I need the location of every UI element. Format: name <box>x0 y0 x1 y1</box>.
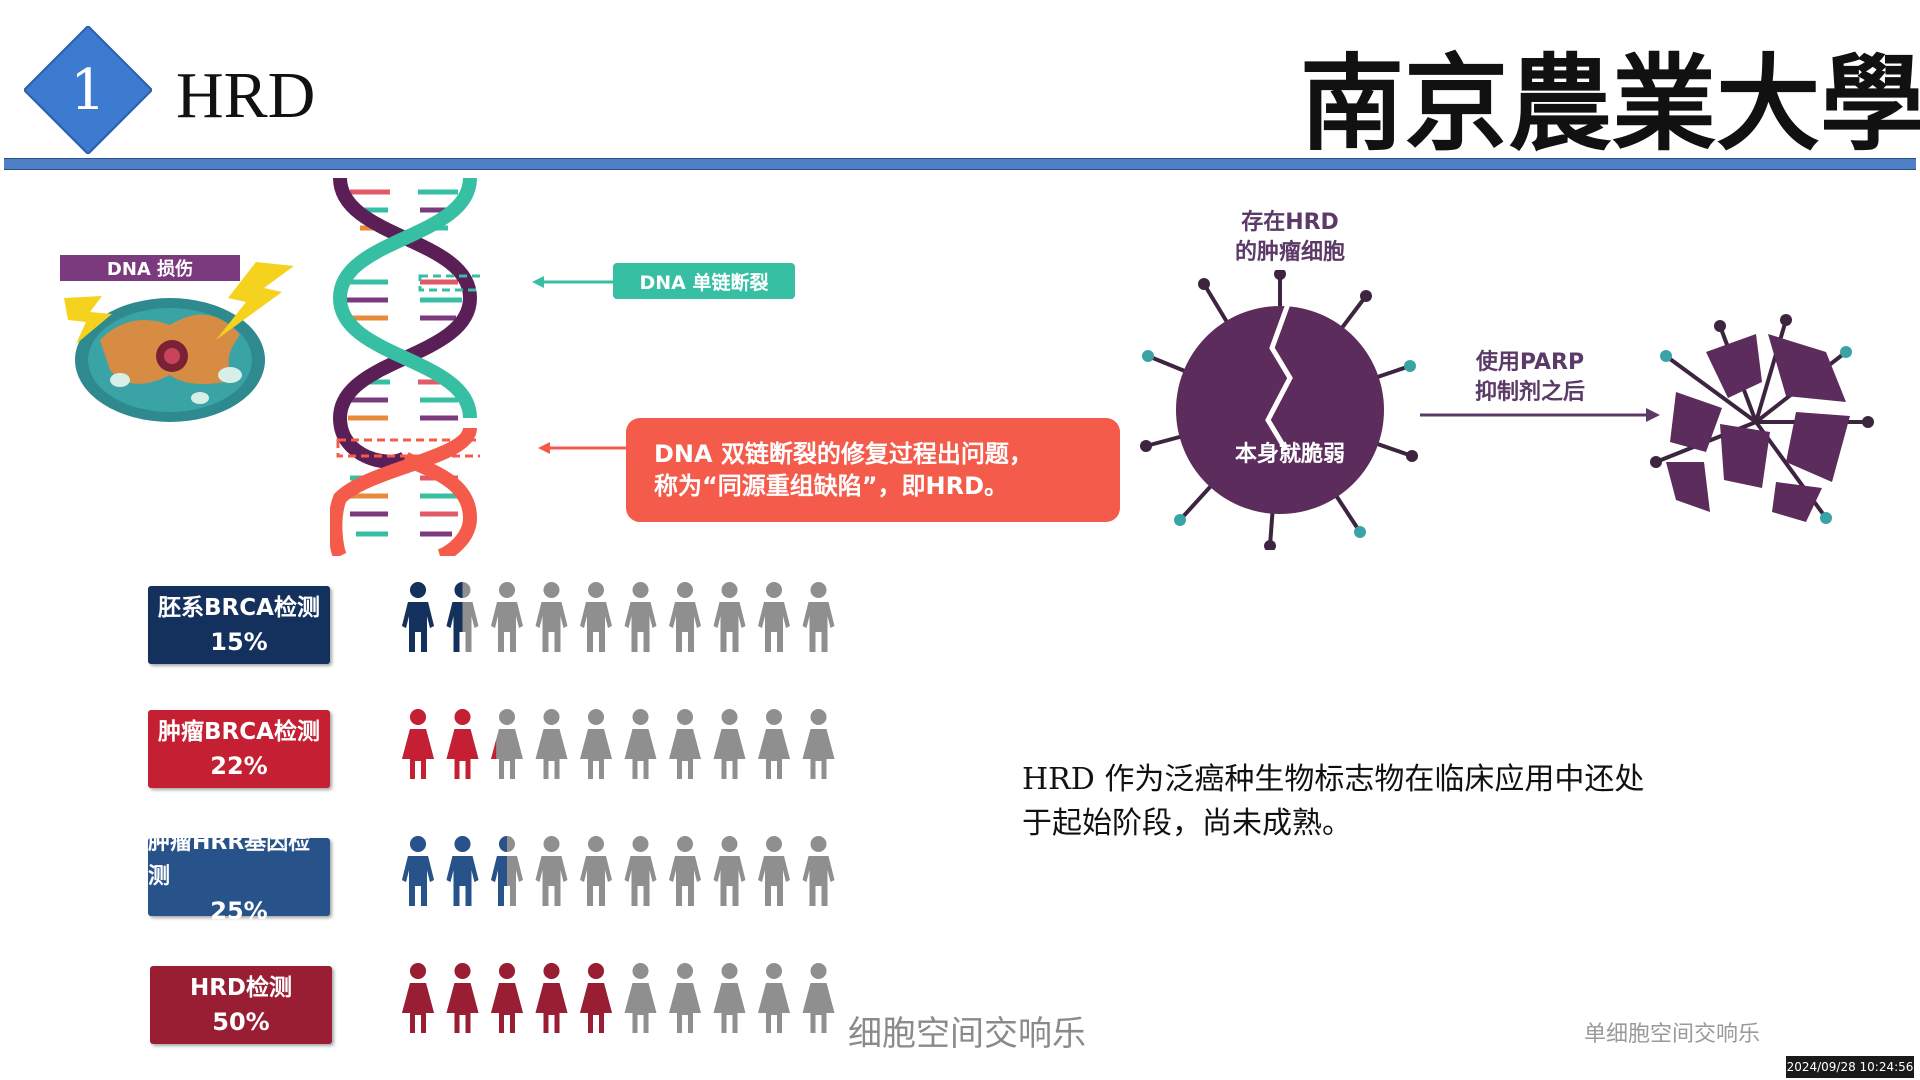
person-icon <box>535 963 568 1033</box>
person-icon <box>402 582 434 652</box>
person-icon <box>624 582 657 652</box>
person-icon <box>758 836 790 906</box>
tumor-cell-icon <box>1140 270 1418 550</box>
person-icon <box>446 582 479 652</box>
slide-title: HRD <box>176 59 316 132</box>
person-icon <box>624 709 657 779</box>
test-percent: 50% <box>212 1008 270 1036</box>
person-icon <box>402 709 434 779</box>
test-box-tumor-brca: 肿瘤BRCA检测 22% <box>148 710 330 788</box>
person-icon <box>535 836 568 906</box>
conclusion-text: HRD 作为泛癌种生物标志物在临床应用中还处 于起始阶段，尚未成熟。 <box>1022 758 1822 846</box>
test-percent: 25% <box>210 897 268 925</box>
person-icon <box>802 709 835 779</box>
test-box-tumor-hrr: 肿瘤HRR基因检测 25% <box>148 830 330 925</box>
test-box-germline-brca: 胚系BRCA检测 15% <box>148 586 330 664</box>
person-icon <box>624 963 657 1033</box>
person-icon <box>713 836 746 906</box>
damaged-cell-icon <box>75 298 265 422</box>
person-icon <box>491 836 523 906</box>
person-icon <box>713 582 746 652</box>
ssb-label: DNA 单链断裂 <box>613 263 795 299</box>
lightning-icon <box>64 296 112 344</box>
conclusion-line2: 于起始阶段，尚未成熟。 <box>1022 806 1352 841</box>
person-icon <box>802 582 835 652</box>
fragile-label: 本身就脆弱 <box>1234 442 1345 467</box>
people-pictogram <box>402 582 835 1033</box>
dna-damage-label: DNA 损伤 <box>60 255 240 281</box>
person-icon <box>446 963 479 1033</box>
person-icon <box>669 963 701 1033</box>
watermark-center: 细胞空间交响乐 <box>848 1014 1086 1054</box>
person-icon <box>713 963 746 1033</box>
conclusion-line1: HRD 作为泛癌种生物标志物在临床应用中还处 <box>1022 762 1645 797</box>
person-icon <box>669 582 701 652</box>
person-icon <box>446 836 479 906</box>
person-icon <box>758 582 790 652</box>
test-label: HRD检测 <box>189 975 293 1001</box>
section-number: 1 <box>70 57 106 123</box>
person-icon <box>758 709 790 779</box>
test-percent: 22% <box>210 752 268 780</box>
dsb-callout: DNA 双链断裂的修复过程出问题， 称为“同源重组缺陷”，即HRD。 <box>626 418 1120 522</box>
dsb-callout-line1: DNA 双链断裂的修复过程出问题， <box>654 440 1033 468</box>
dsb-callout-line2: 称为“同源重组缺陷”，即HRD。 <box>654 472 1009 500</box>
parp-arrow-icon <box>1420 408 1660 422</box>
test-label: 肿瘤BRCA检测 <box>158 719 320 745</box>
person-icon <box>669 836 701 906</box>
header-divider <box>4 158 1916 170</box>
person-icon <box>446 709 479 779</box>
person-icon <box>669 709 701 779</box>
person-icon <box>491 709 523 779</box>
diamond-badge <box>24 26 152 154</box>
person-icon <box>580 963 612 1033</box>
test-percent: 15% <box>210 628 268 656</box>
timestamp: 2024/09/28 10:24:56 <box>1786 1056 1914 1078</box>
university-logo: 南京農業大學 <box>1300 41 1920 165</box>
test-box-hrd: HRD检测 50% <box>150 966 332 1044</box>
ssb-arrow-icon <box>532 276 616 288</box>
person-icon <box>802 836 835 906</box>
watermark-right: 单细胞空间交响乐 <box>1584 1022 1761 1047</box>
person-icon <box>580 709 612 779</box>
person-icon <box>491 582 523 652</box>
person-icon <box>402 836 434 906</box>
dsb-arrow-icon <box>538 442 628 454</box>
test-label: 胚系BRCA检测 <box>158 595 320 621</box>
person-icon <box>580 836 612 906</box>
tumor-cell-label: 存在HRD 的肿瘤细胞 <box>1234 210 1345 265</box>
person-icon <box>535 709 568 779</box>
test-label: 肿瘤HRR基因检测 <box>148 830 311 889</box>
person-icon <box>758 963 790 1033</box>
person-icon <box>491 963 523 1033</box>
person-icon <box>624 836 657 906</box>
person-icon <box>402 963 434 1033</box>
lightning-icon <box>216 262 294 340</box>
person-icon <box>535 582 568 652</box>
person-icon <box>713 709 746 779</box>
person-icon <box>802 963 835 1033</box>
shattered-cell-icon <box>1650 314 1874 524</box>
dna-helix-icon <box>330 178 480 556</box>
parp-label: 使用PARP 抑制剂之后 <box>1474 350 1585 405</box>
person-icon <box>580 582 612 652</box>
